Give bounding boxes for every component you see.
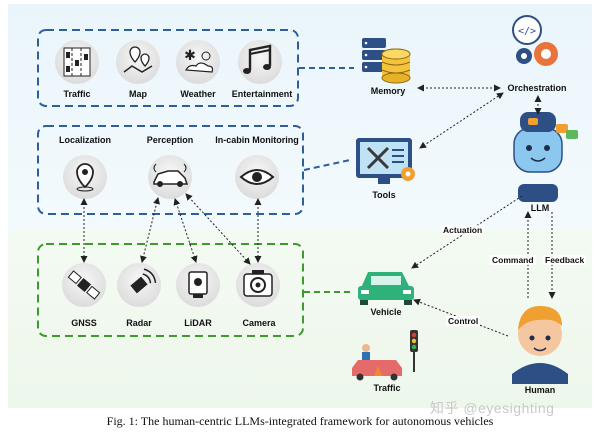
feedback-label: Feedback [543, 255, 587, 265]
tools-orchestration-arrow [419, 92, 504, 149]
sensor-group [37, 243, 304, 337]
satellite-icon [62, 263, 106, 307]
human-avatar-icon [512, 306, 568, 384]
perception-lidar-arrow [173, 198, 198, 263]
location-pin-icon [63, 155, 107, 199]
control-arrow [413, 298, 509, 337]
radar-icon [117, 263, 161, 307]
gnss-label: GNSS [71, 318, 97, 328]
weather-icon: ✱ [176, 40, 220, 84]
info-sources-group [37, 29, 299, 107]
command-label: Command [490, 255, 536, 265]
svg-text:</>: </> [518, 26, 536, 37]
watermark: 知乎 @eyesighting [430, 400, 555, 416]
vehicle-label: Vehicle [370, 307, 402, 317]
traffic-source-label: Traffic [63, 89, 91, 99]
radar-label: Radar [126, 318, 152, 328]
traffic-node-label: Traffic [373, 383, 401, 393]
camera-label: Camera [242, 318, 276, 328]
actuation-label: Actuation [441, 225, 485, 235]
llm-robot-icon [513, 112, 578, 202]
car-perception-icon [148, 155, 192, 199]
perception-radar-arrow [140, 197, 160, 263]
eye-icon [235, 155, 279, 199]
figure-caption: Fig. 1: The human-centric LLMs-integrate… [106, 414, 494, 428]
map-label: Map [129, 89, 147, 99]
human-label: Human [524, 385, 556, 395]
camera-icon [236, 263, 280, 307]
map-icon [116, 40, 160, 84]
traffic-scene-icon [352, 330, 418, 381]
perception-to-tools-link [303, 159, 351, 171]
perception-camera-arrow [185, 193, 251, 265]
llm-label: LLM [530, 203, 550, 213]
entertainment-label: Entertainment [231, 89, 293, 99]
lidar-label: LiDAR [184, 318, 212, 328]
memory-database-icon [362, 38, 411, 84]
orchestration-gears-icon: </> [512, 15, 558, 66]
music-note-icon [238, 40, 282, 84]
perception-label: Perception [146, 135, 194, 145]
traffic-source-icon [55, 40, 99, 84]
weather-label: Weather [180, 89, 216, 99]
perception-group [37, 125, 304, 215]
tools-monitor-icon [356, 138, 415, 184]
svg-text:✱: ✱ [184, 48, 196, 64]
vehicle-car-icon [358, 272, 414, 305]
memory-label: Memory [370, 86, 406, 96]
in-cabin-label: In-cabin Monitoring [215, 135, 299, 145]
orchestration-label: Orchestration [507, 83, 567, 93]
lidar-icon [176, 263, 220, 307]
tools-label: Tools [372, 190, 396, 200]
localization-label: Localization [58, 135, 112, 145]
control-label: Control [446, 316, 481, 326]
